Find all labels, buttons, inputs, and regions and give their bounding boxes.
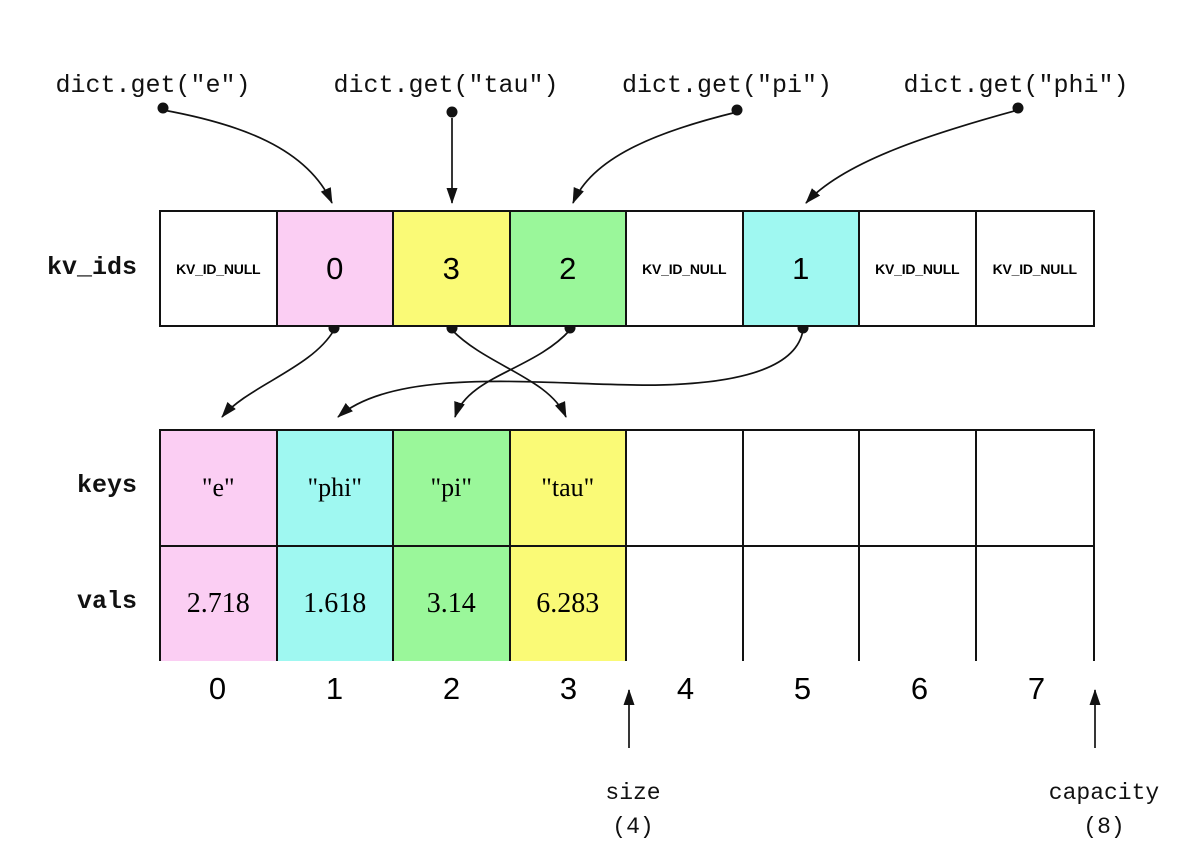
call-label-e: dict.get("e") xyxy=(55,71,251,100)
index-row: 0 1 2 3 4 5 6 7 xyxy=(159,672,1095,706)
arrow-slot2-to-key3 xyxy=(451,329,567,418)
keys-cell-1: "phi" xyxy=(277,431,394,547)
arrow-e-to-slot1 xyxy=(162,109,333,204)
index-label-1: 1 xyxy=(325,671,344,706)
dot-call-phi xyxy=(1012,102,1024,114)
vals-cell-0: 2.718 xyxy=(161,547,278,661)
row-label-vals: vals xyxy=(76,587,137,616)
arrow-phi-to-slot5 xyxy=(805,109,1019,204)
index-label-0: 0 xyxy=(208,671,227,706)
row-label-kv-ids: kv_ids xyxy=(46,253,137,282)
capacity-value: (8) xyxy=(1083,814,1125,840)
vals-cell-1: 1.618 xyxy=(277,547,394,661)
keys-cell-6 xyxy=(860,431,977,547)
keys-cell-7 xyxy=(976,431,1093,547)
index-label-6: 6 xyxy=(910,671,929,706)
arrow-slot5-to-key1 xyxy=(337,329,804,418)
index-label-5: 5 xyxy=(793,671,812,706)
index-label-4: 4 xyxy=(676,671,695,706)
vals-cell-4 xyxy=(627,547,744,661)
dot-call-e xyxy=(157,102,169,114)
capacity-label: capacity xyxy=(1048,780,1160,806)
size-value: (4) xyxy=(612,814,654,840)
keys-cell-3: "tau" xyxy=(510,431,627,547)
kv-ids-cell-4: KV_ID_NULL xyxy=(627,212,744,325)
vals-cell-3: 6.283 xyxy=(510,547,627,661)
arrow-slot1-to-key0 xyxy=(221,329,335,418)
vals-cell-6 xyxy=(860,547,977,661)
keys-cell-5 xyxy=(743,431,860,547)
dot-call-pi xyxy=(731,104,743,116)
kv-ids-cell-2: 3 xyxy=(394,212,511,325)
kv-ids-cell-5: 1 xyxy=(743,212,860,325)
vals-cell-2: 3.14 xyxy=(394,547,511,661)
dot-call-tau xyxy=(446,106,458,118)
call-label-pi: dict.get("pi") xyxy=(621,71,833,100)
kv-ids-array: KV_ID_NULL 0 3 2 KV_ID_NULL 1 KV_ID_NULL… xyxy=(159,210,1095,327)
call-label-tau: dict.get("tau") xyxy=(333,71,559,100)
keys-cell-4 xyxy=(627,431,744,547)
arrow-slot3-to-key2 xyxy=(454,329,571,418)
index-label-7: 7 xyxy=(1027,671,1046,706)
kv-ids-cell-3: 2 xyxy=(510,212,627,325)
index-label-2: 2 xyxy=(442,671,461,706)
keys-cell-0: "e" xyxy=(161,431,278,547)
kv-ids-cell-7: KV_ID_NULL xyxy=(976,212,1093,325)
keys-cell-2: "pi" xyxy=(394,431,511,547)
keys-vals-array: "e" "phi" "pi" "tau" 2.718 1.618 3.14 6.… xyxy=(159,429,1095,661)
vals-cell-5 xyxy=(743,547,860,661)
size-label: size xyxy=(605,780,661,806)
row-label-keys: keys xyxy=(76,471,137,500)
kv-ids-cell-0: KV_ID_NULL xyxy=(161,212,278,325)
kv-ids-cell-1: 0 xyxy=(277,212,394,325)
call-label-phi: dict.get("phi") xyxy=(903,71,1129,100)
arrow-pi-to-slot3 xyxy=(572,111,738,204)
kv-ids-cell-6: KV_ID_NULL xyxy=(860,212,977,325)
vals-cell-7 xyxy=(976,547,1093,661)
index-label-3: 3 xyxy=(559,671,578,706)
